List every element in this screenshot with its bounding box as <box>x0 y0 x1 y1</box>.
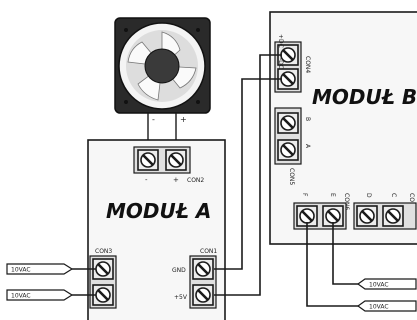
con7-terminal-d <box>355 204 379 228</box>
svg-text:+: + <box>173 176 179 184</box>
wires <box>72 54 365 307</box>
plus5v-label: +5V <box>174 294 188 301</box>
fan-minus-label: - <box>152 115 155 124</box>
pin-c-label: C <box>390 193 397 197</box>
pin-minus-dc-label: -DC <box>277 58 284 69</box>
con1-terminal-gnd <box>191 257 215 281</box>
pin-f-label: F <box>301 193 308 197</box>
con4-label: CON4 <box>304 56 311 73</box>
con5-label: CON5 <box>288 168 295 185</box>
wire-e-to-ac-out <box>332 222 365 285</box>
pin-d-label: D <box>365 193 372 198</box>
con6-label: CON6 <box>343 193 350 210</box>
module-a: - + CON2 MODUŁ A CON3 CON1 GND +5V <box>87 139 226 320</box>
con2-terminal-minus <box>136 148 160 172</box>
pin-a-label: A <box>304 144 311 149</box>
con5-terminal-b <box>276 111 300 135</box>
pin-e-label: E <box>329 193 336 197</box>
ac-input-tag-2: 10VAC <box>6 289 74 301</box>
wire-5v-to-plus-dc <box>214 54 282 296</box>
ac-in-2-label: 10VAC <box>11 293 31 300</box>
con5-terminal-a <box>276 138 300 162</box>
ac-out-1-label: 10VAC <box>369 282 389 289</box>
module-b-title: MODUŁ B <box>312 85 417 109</box>
ac-output-tag-1: 10VAC <box>356 278 417 290</box>
wire-f-to-ac-out <box>306 222 365 307</box>
con1-label: CON1 <box>200 248 217 255</box>
gnd-label: GND <box>172 267 186 274</box>
ac-output-tag-2: 10VAC <box>356 300 417 312</box>
con7-terminal-c <box>381 204 405 228</box>
ac-in-1-label: 10VAC <box>11 267 31 274</box>
con2-label: CON2 <box>187 177 204 184</box>
fan: - + <box>114 17 211 152</box>
module-a-title: MODUŁ A <box>106 199 211 223</box>
con7-label: CON7 <box>408 193 415 210</box>
pin-plus-dc-label: +DC <box>277 34 284 48</box>
con3-label: CON3 <box>95 248 112 255</box>
ac-input-tag-1: 10VAC <box>6 263 74 275</box>
wire-gnd-to-minus-dc <box>214 78 282 270</box>
ac-out-2-label: 10VAC <box>369 304 389 311</box>
con1-terminal-5v <box>191 283 215 307</box>
con2-terminal-plus <box>164 148 188 172</box>
fan-plus-label: + <box>180 115 187 124</box>
module-b: +DC -DC CON4 MODUŁ B B A CON5 F E CON6 D… <box>269 11 417 245</box>
pin-b-label: B <box>304 117 311 121</box>
svg-text:-: - <box>145 176 148 184</box>
